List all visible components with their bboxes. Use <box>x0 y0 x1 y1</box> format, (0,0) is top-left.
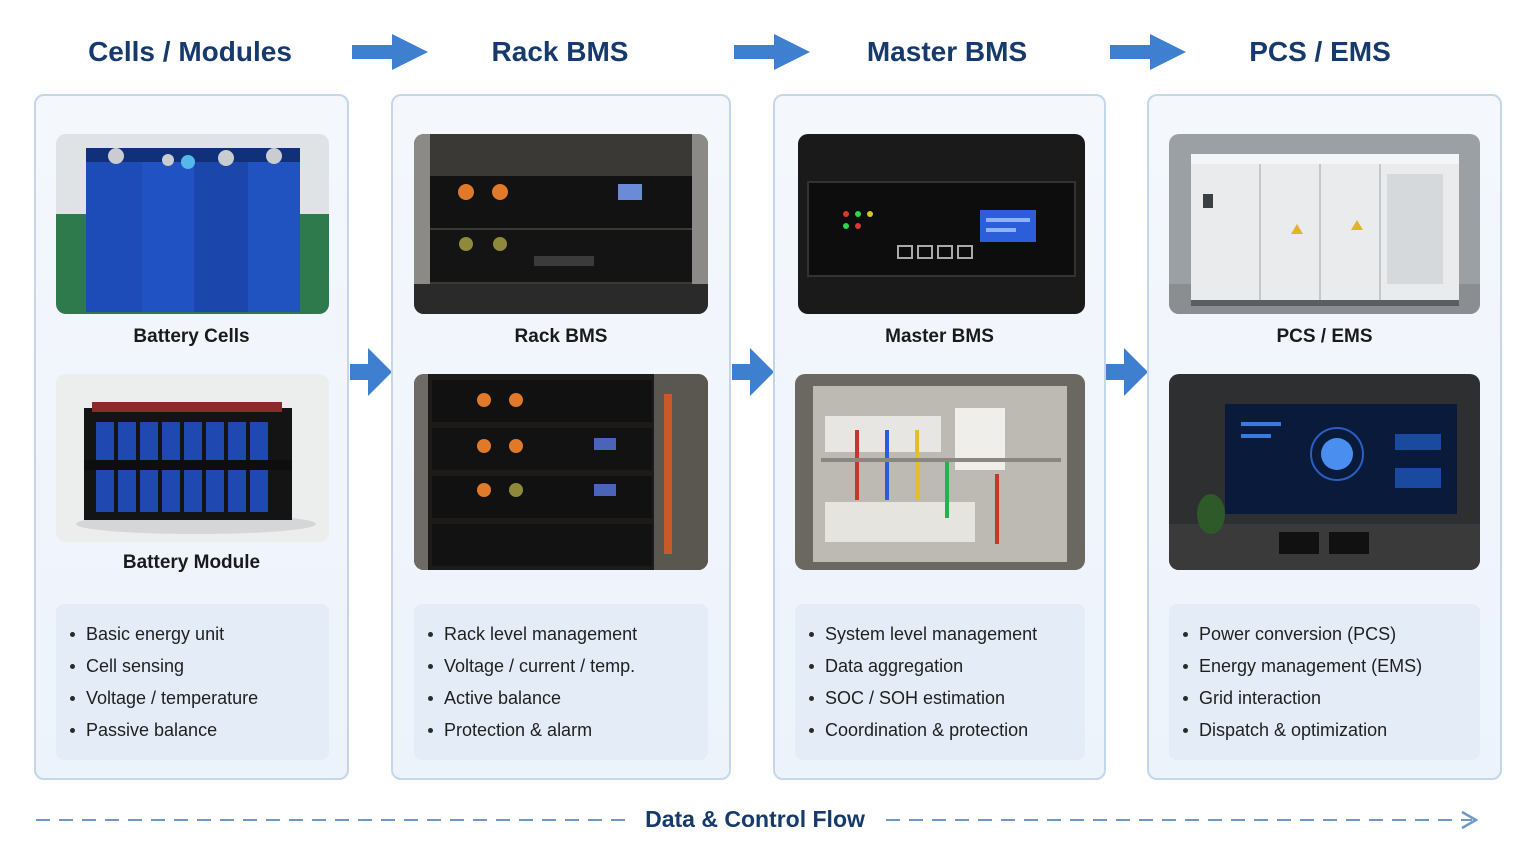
right-arrow-icon <box>350 348 392 396</box>
pcs-cabinet-image <box>1169 134 1480 314</box>
bullet-list-pcs-ems: Power conversion (PCS) Energy management… <box>1169 604 1480 760</box>
right-arrow-icon <box>1110 34 1186 70</box>
list-item: Coordination & protection <box>809 714 1085 746</box>
battery-cells-image <box>56 134 329 314</box>
rack-bms-cabinet-image <box>414 374 708 570</box>
caption-master-bms: Master BMS <box>885 326 994 347</box>
list-item: SOC / SOH estimation <box>809 682 1085 714</box>
rack-bms-image <box>414 134 708 314</box>
caption-battery-module: Battery Module <box>122 552 261 573</box>
list-item: Voltage / current / temp. <box>428 650 708 682</box>
list-item: Protection & alarm <box>428 714 708 746</box>
caption-rack-bms: Rack BMS <box>514 326 608 347</box>
stage-panel-rack-bms: Rack BMS Rack level management Voltage /… <box>391 94 731 780</box>
list-item: Grid interaction <box>1183 682 1480 714</box>
stage-panel-pcs-ems: PCS / EMS Power conversion (PCS) Energy … <box>1147 94 1502 780</box>
right-arrow-icon <box>1106 348 1148 396</box>
master-bms-panel-image <box>795 374 1085 570</box>
list-item: Energy management (EMS) <box>1183 650 1480 682</box>
battery-module-image <box>56 374 329 542</box>
list-item: Active balance <box>428 682 708 714</box>
caption-battery-cells: Battery Cells <box>133 326 250 347</box>
list-item: Dispatch & optimization <box>1183 714 1480 746</box>
right-arrow-icon <box>734 34 810 70</box>
right-arrow-icon <box>732 348 774 396</box>
master-bms-image <box>798 134 1085 314</box>
bullet-list-cells: Basic energy unit Cell sensing Voltage /… <box>56 604 329 760</box>
list-item: Basic energy unit <box>70 618 329 650</box>
list-item: Power conversion (PCS) <box>1183 618 1480 650</box>
right-arrow-icon <box>352 34 428 70</box>
list-item: System level management <box>809 618 1085 650</box>
bullet-list-master-bms: System level management Data aggregation… <box>795 604 1085 760</box>
dashed-flow-arrow-icon <box>36 810 1479 830</box>
stage-title-master-bms: Master BMS <box>866 36 1028 67</box>
caption-pcs-ems: PCS / EMS <box>1276 326 1373 347</box>
list-item: Voltage / temperature <box>70 682 329 714</box>
bullet-list-rack-bms: Rack level management Voltage / current … <box>414 604 708 760</box>
stage-title-rack-bms: Rack BMS <box>491 36 629 67</box>
stage-title-cells: Cells / Modules <box>88 36 292 67</box>
stage-title-pcs-ems: PCS / EMS <box>1249 36 1391 67</box>
stage-panel-master-bms: Master BMS System level management Data … <box>773 94 1106 780</box>
list-item: Rack level management <box>428 618 708 650</box>
list-item: Data aggregation <box>809 650 1085 682</box>
stage-panel-cells: Battery Cells Battery Module Basic energ… <box>34 94 349 780</box>
list-item: Cell sensing <box>70 650 329 682</box>
list-item: Passive balance <box>70 714 329 746</box>
ems-control-room-image <box>1169 374 1480 570</box>
flow-label: Data & Control Flow <box>645 806 865 832</box>
